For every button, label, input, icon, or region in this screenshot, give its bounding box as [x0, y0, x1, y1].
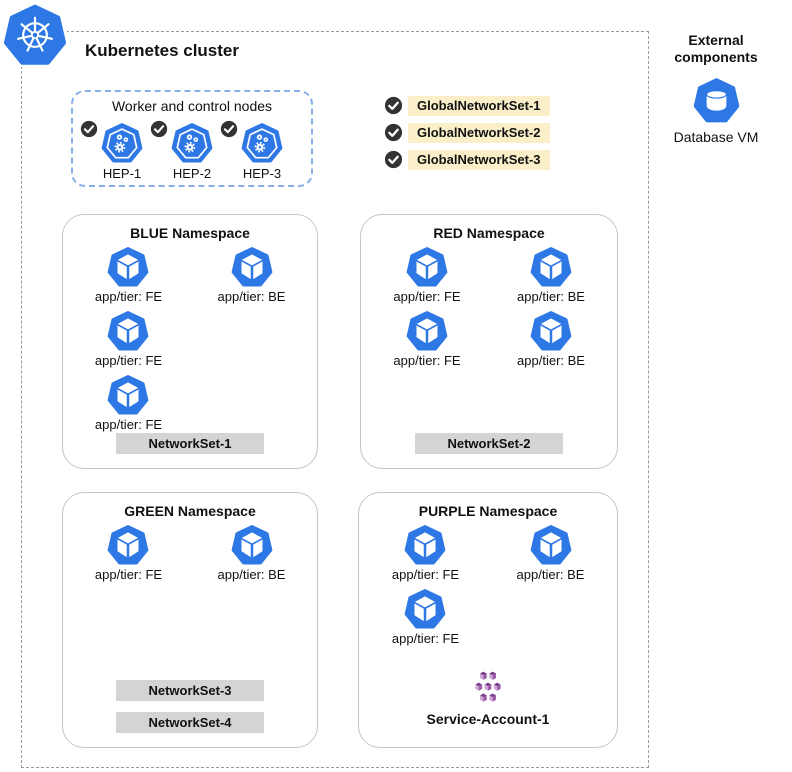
- worker-node-label: HEP-3: [242, 166, 282, 181]
- pod: app/tier: FE: [393, 310, 461, 374]
- pod-label: app/tier: FE: [393, 353, 461, 368]
- pod-label: app/tier: BE: [517, 289, 585, 304]
- network-set-badge: NetworkSet-2: [415, 433, 563, 454]
- pod-icon: [107, 374, 149, 416]
- pod-icon: [530, 310, 572, 352]
- network-set-badge: NetworkSet-4: [116, 712, 264, 733]
- node-icon: [171, 122, 213, 164]
- pod-grid: app/tier: FE app/tier: BE app/tier: FE app/…: [67, 246, 313, 438]
- pod-label: app/tier: BE: [217, 567, 286, 582]
- pod-icon: [404, 588, 446, 630]
- pod: app/tier: BE: [516, 524, 585, 588]
- pod-icon: [406, 246, 448, 288]
- pod: app/tier: BE: [517, 310, 585, 374]
- pod-label: app/tier: FE: [94, 567, 163, 582]
- database-vm-label: Database VM: [673, 129, 759, 145]
- pod: app/tier: BE: [217, 524, 286, 588]
- worker-node: HEP-1: [79, 119, 145, 181]
- pod-label: app/tier: BE: [516, 567, 585, 582]
- pod-icon: [107, 246, 149, 288]
- pod-icon: [107, 524, 149, 566]
- pod-label: app/tier: FE: [393, 289, 461, 304]
- pod: app/tier: FE: [95, 246, 162, 310]
- pod: app/tier: FE: [393, 246, 461, 310]
- pod-icon: [231, 246, 273, 288]
- pod-grid: app/tier: FE app/tier: BE app/tier: FE app/…: [365, 246, 613, 374]
- worker-nodes-row: HEP-1 HEP-2 HEP-3: [73, 119, 311, 181]
- service-account-icon: [467, 667, 509, 707]
- pod: app/tier: FE: [392, 524, 459, 588]
- global-network-set: GlobalNetworkSet-2: [383, 122, 550, 143]
- kubernetes-cluster-boundary: [21, 31, 649, 768]
- pod-grid: app/tier: FE app/tier: BE app/tier: FE: [363, 524, 613, 652]
- external-components-title: External components: [674, 32, 758, 65]
- check-icon: [149, 119, 169, 139]
- pod-label: app/tier: FE: [94, 417, 163, 432]
- namespace-title: GREEN Namespace: [124, 503, 256, 519]
- worker-node-label: HEP-1: [102, 166, 142, 181]
- pod: app/tier: BE: [217, 246, 286, 310]
- pod-label: app/tier: FE: [391, 631, 460, 646]
- worker-node-icon-wrap: [219, 119, 283, 164]
- network-set-badge: NetworkSet-1: [116, 433, 264, 454]
- check-icon: [79, 119, 99, 139]
- global-network-set: GlobalNetworkSet-1: [383, 95, 550, 116]
- pod-icon: [530, 524, 572, 566]
- namespace-title: PURPLE Namespace: [418, 503, 558, 519]
- pod: app/tier: FE: [95, 374, 162, 438]
- pod: app/tier: FE: [95, 310, 162, 374]
- pod: app/tier: FE: [95, 524, 162, 588]
- check-icon: [219, 119, 239, 139]
- worker-node: HEP-2: [149, 119, 215, 181]
- worker-node-icon-wrap: [79, 119, 143, 164]
- pod-label: app/tier: FE: [94, 353, 163, 368]
- worker-nodes-group: Worker and control nodes HEP-1 HEP-2 HEP-3: [71, 90, 313, 187]
- pod-label: app/tier: FE: [94, 289, 163, 304]
- cluster-title: Kubernetes cluster: [85, 41, 239, 60]
- network-set-badges: NetworkSet-1: [63, 433, 317, 454]
- global-network-set-label: GlobalNetworkSet-3: [408, 149, 550, 170]
- worker-node-icon-wrap: [149, 119, 213, 164]
- namespace-green: GREEN Namespace app/tier: FE app/tier: BE…: [62, 492, 318, 748]
- pod-icon: [406, 310, 448, 352]
- pod: app/tier: BE: [517, 246, 585, 310]
- node-icon: [101, 122, 143, 164]
- node-icon: [241, 122, 283, 164]
- check-icon: [383, 95, 404, 116]
- namespace-title: BLUE Namespace: [130, 225, 250, 241]
- check-icon: [383, 122, 404, 143]
- check-icon: [383, 149, 404, 170]
- worker-group-title: Worker and control nodes: [111, 98, 273, 114]
- pod-label: app/tier: BE: [217, 289, 286, 304]
- network-set-badge: NetworkSet-3: [116, 680, 264, 701]
- worker-node-label: HEP-2: [172, 166, 212, 181]
- pod-label: app/tier: FE: [391, 567, 460, 582]
- database-vm-icon: [693, 77, 740, 124]
- pod-icon: [107, 310, 149, 352]
- pod: app/tier: FE: [392, 588, 459, 652]
- global-network-set-label: GlobalNetworkSet-1: [408, 95, 550, 116]
- pod-grid: app/tier: FE app/tier: BE: [67, 524, 313, 588]
- pod-icon: [404, 524, 446, 566]
- kubernetes-logo-icon: [3, 3, 67, 67]
- pod-icon: [231, 524, 273, 566]
- network-set-badges: NetworkSet-2: [361, 433, 617, 454]
- worker-node: HEP-3: [219, 119, 285, 181]
- pod-icon: [530, 246, 572, 288]
- service-account: Service-Account-1: [359, 667, 617, 727]
- global-network-set-label: GlobalNetworkSet-2: [408, 122, 550, 143]
- external-database-vm: Database VM: [656, 77, 776, 145]
- namespace-purple: PURPLE Namespace app/tier: FE app/tier: B…: [358, 492, 618, 748]
- global-network-set: GlobalNetworkSet-3: [383, 149, 550, 170]
- namespace-title: RED Namespace: [433, 225, 545, 241]
- service-account-label: Service-Account-1: [426, 711, 550, 727]
- pod-label: app/tier: BE: [517, 353, 585, 368]
